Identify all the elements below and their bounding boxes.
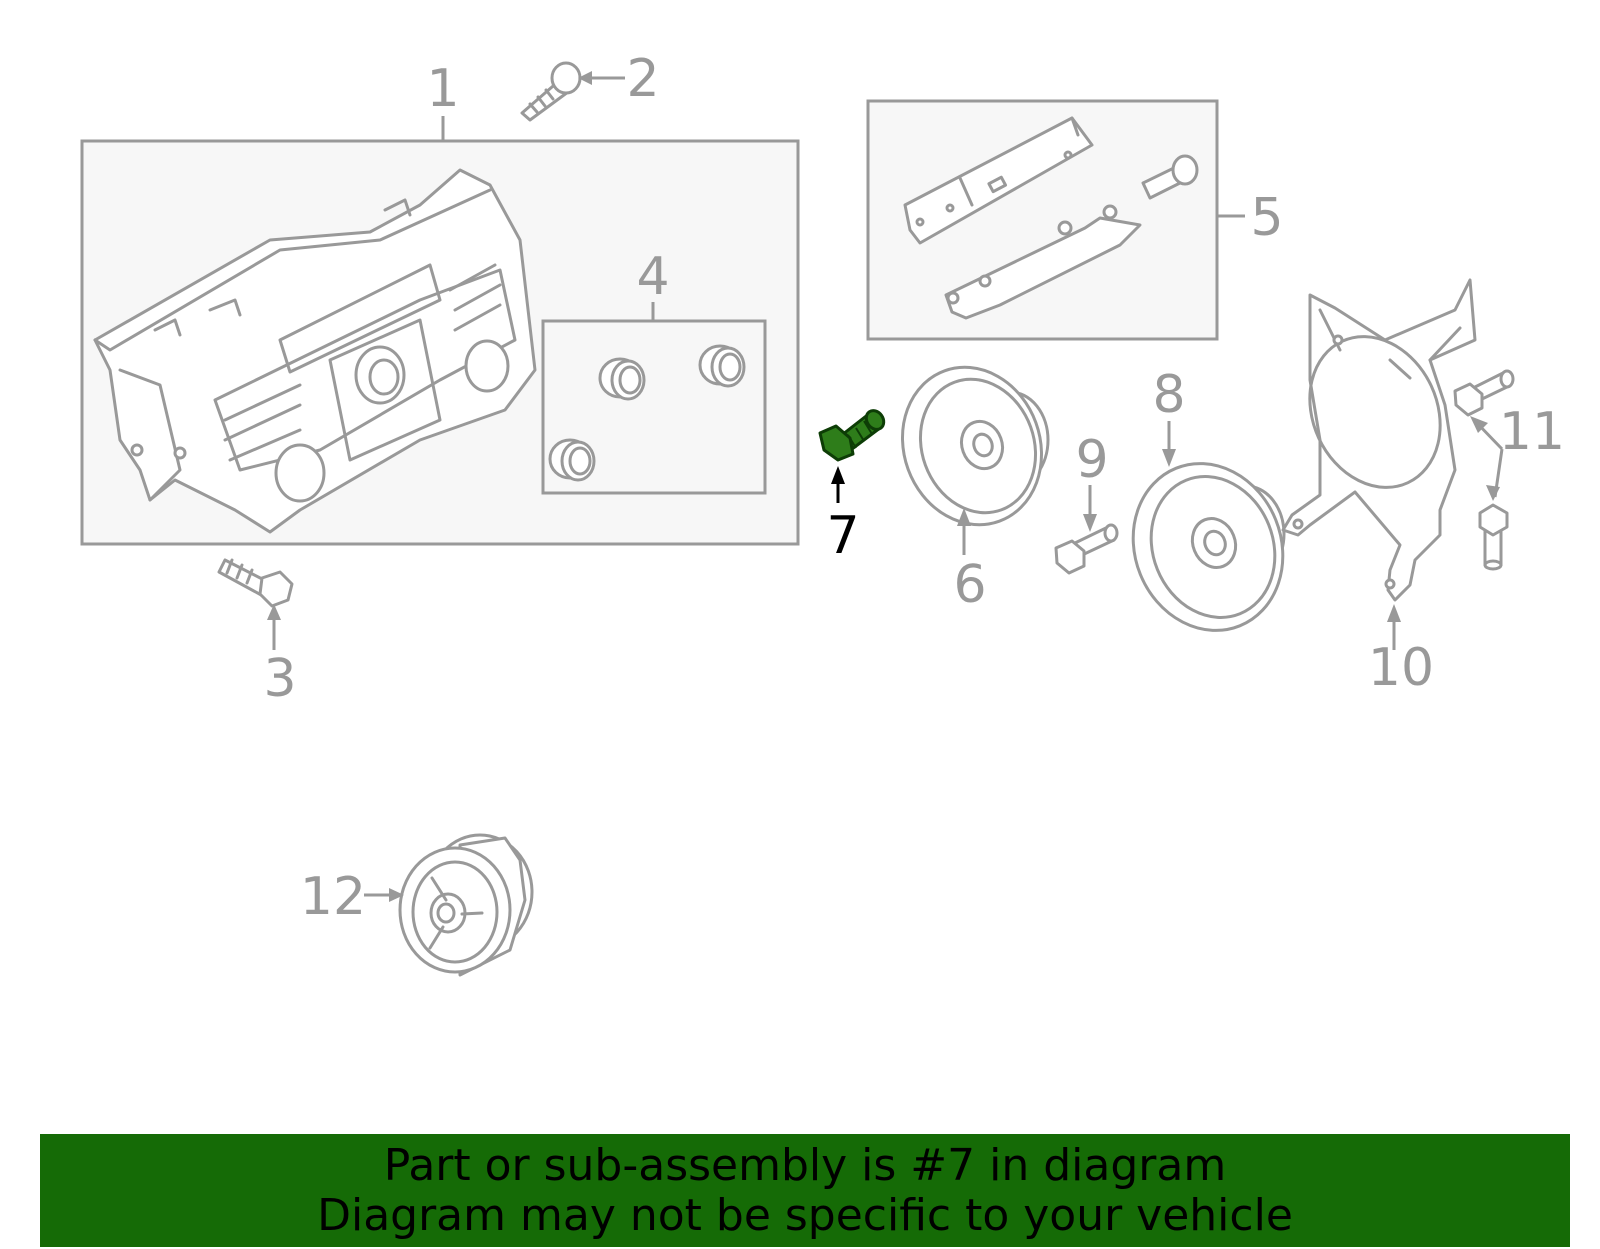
part-7-arrowhead: [831, 466, 845, 484]
part-6-speaker[interactable]: [881, 348, 1064, 545]
part-12-arrowhead: [389, 888, 404, 902]
part-10-bracket[interactable]: [1281, 278, 1477, 602]
callout-10: 10: [1368, 638, 1434, 698]
callout-5: 5: [1250, 188, 1283, 248]
info-banner: Part or sub-assembly is #7 in diagram Di…: [40, 1134, 1570, 1247]
part-7-bolt-highlighted[interactable]: [818, 407, 887, 462]
part-3-bolt[interactable]: [217, 558, 294, 608]
part-11-arrowhead-a: [1470, 416, 1488, 433]
thread-lines: [847, 420, 873, 449]
part-10-arrowhead: [1387, 604, 1401, 622]
part-4-group[interactable]: [541, 302, 767, 495]
callout-6: 6: [953, 555, 986, 615]
part-9-bolt[interactable]: [1054, 523, 1119, 575]
part-3-arrowhead: [267, 604, 281, 620]
part-12-speaker[interactable]: [398, 833, 534, 977]
part-11-bolts[interactable]: [1453, 369, 1515, 571]
banner-line-1: Part or sub-assembly is #7 in diagram: [383, 1139, 1227, 1191]
callout-8: 8: [1152, 365, 1185, 425]
brackets-drawing: [903, 116, 1199, 320]
part-6-arrowhead: [957, 508, 971, 526]
radio-panel-drawing: [93, 168, 537, 534]
callout-11: 11: [1499, 402, 1565, 462]
part-2-screw[interactable]: [520, 61, 582, 122]
banner-line-2: Diagram may not be specific to your vehi…: [317, 1189, 1293, 1241]
callout-4: 4: [636, 247, 669, 307]
part-2-arrowhead: [578, 71, 592, 85]
part-11-arrowhead-b: [1486, 485, 1500, 501]
callout-12: 12: [300, 867, 366, 927]
callout-9: 9: [1075, 430, 1108, 490]
part-9-arrowhead: [1083, 514, 1097, 532]
callout-2: 2: [626, 49, 659, 109]
part-8-arrowhead: [1162, 449, 1176, 467]
part-8-speaker[interactable]: [1108, 441, 1307, 653]
callout-7: 7: [826, 506, 859, 566]
callout-1: 1: [426, 59, 459, 119]
part-5-group[interactable]: [866, 99, 1245, 341]
knobs-drawing: [548, 344, 746, 482]
callout-3: 3: [263, 649, 296, 709]
